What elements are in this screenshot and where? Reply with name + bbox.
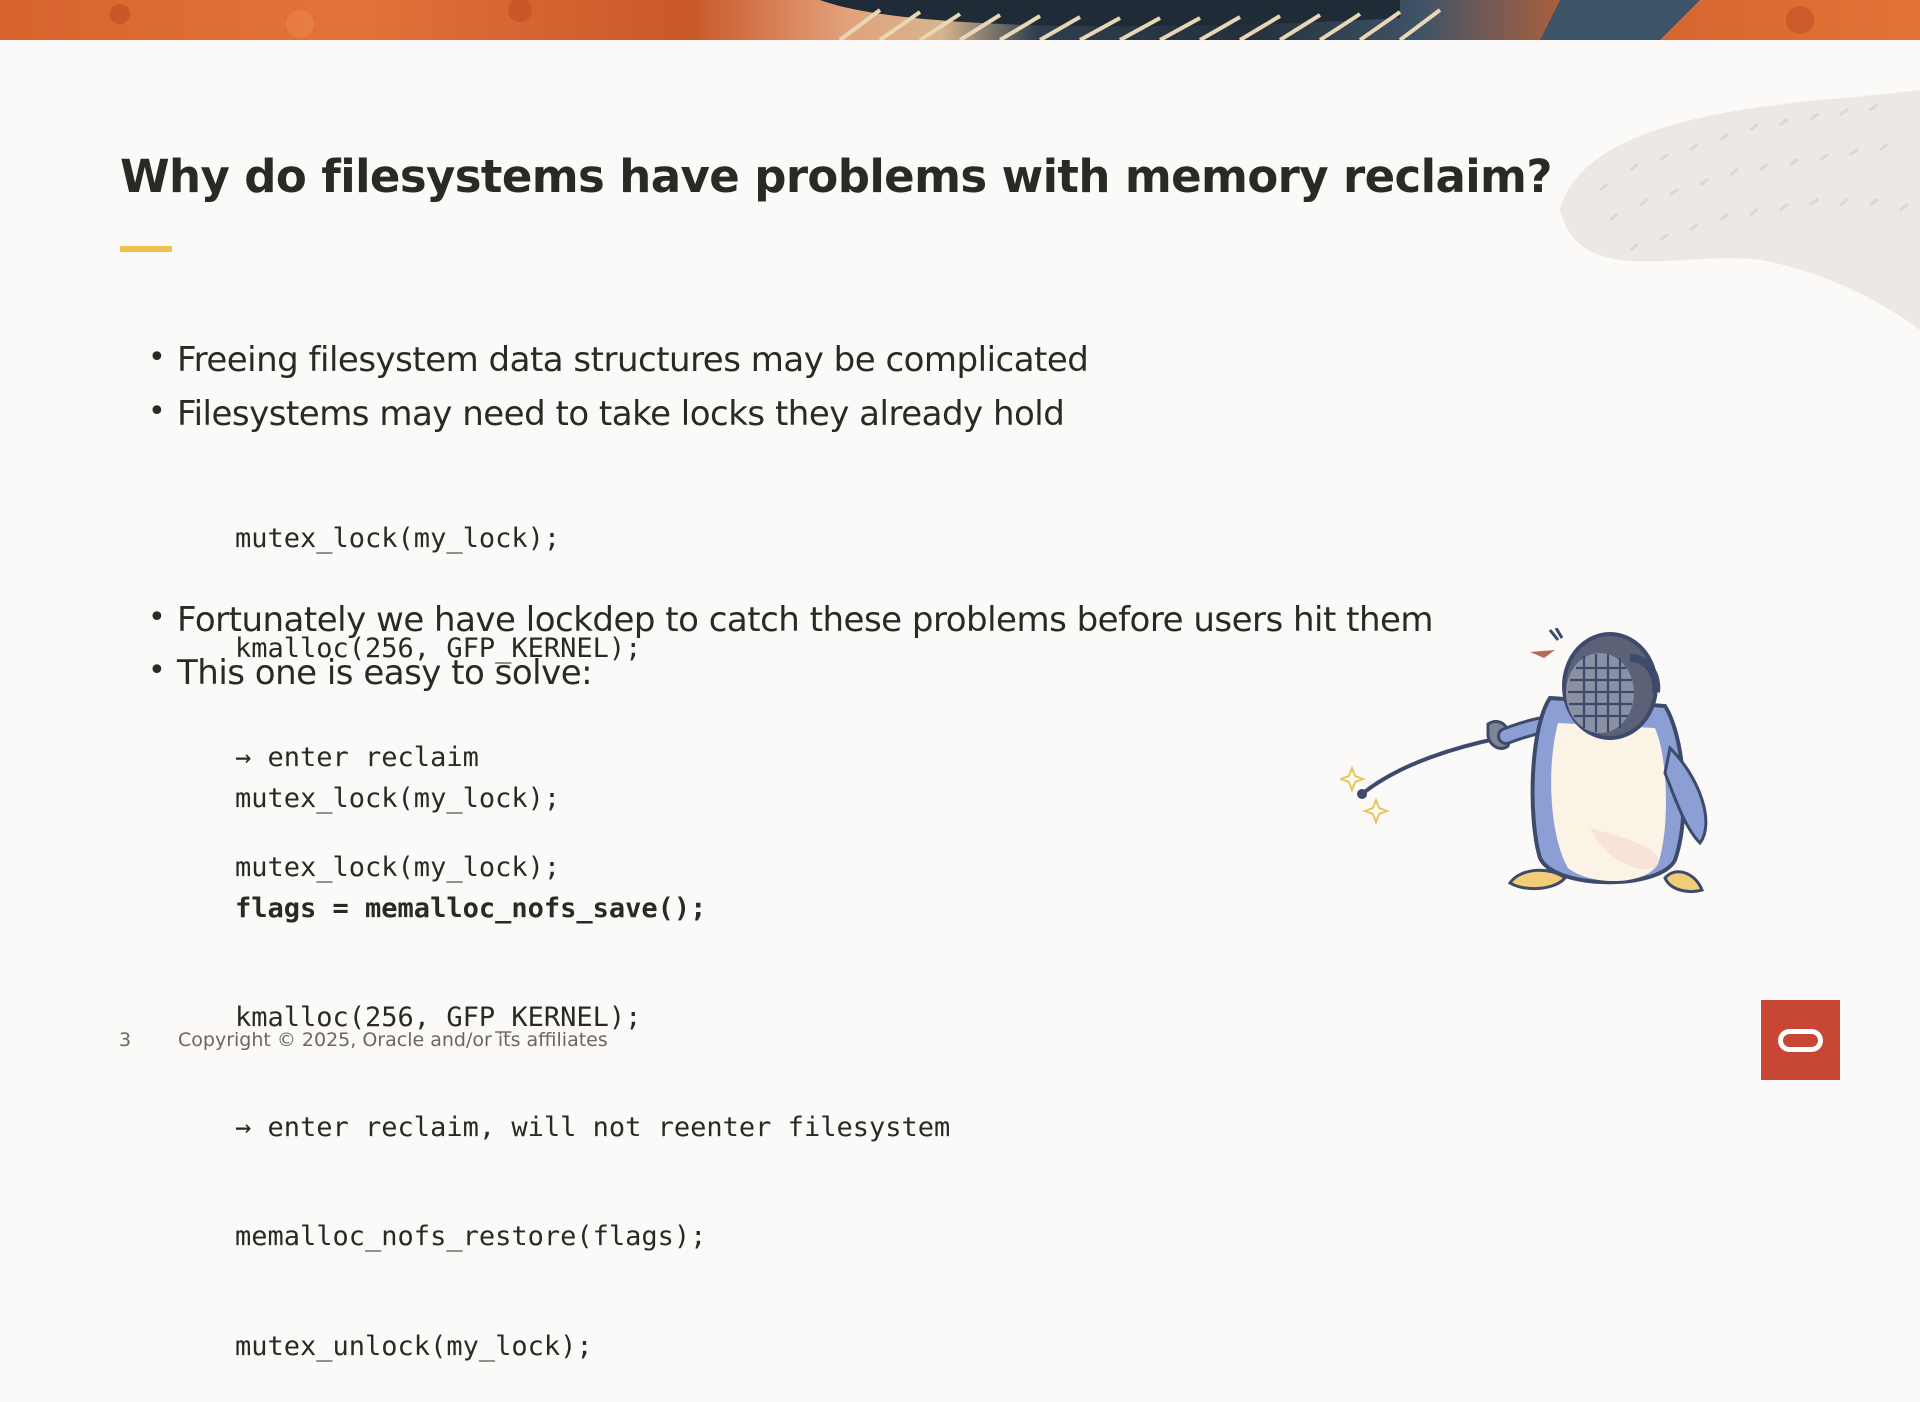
banner-texture-icon [110, 0, 1814, 40]
code-line: → enter reclaim [235, 742, 479, 773]
bullet-text: This one is easy to solve: [177, 653, 593, 693]
fencing-penguin-icon [1340, 628, 1708, 893]
title-accent-bar [120, 246, 172, 252]
decorative-wave-pattern [1560, 90, 1920, 330]
code-line: mutex_lock(my_lock); [235, 851, 561, 883]
slide-title: Why do filesystems have problems with me… [120, 150, 1552, 203]
code-line: memalloc_nofs_restore(flags); [235, 1221, 707, 1252]
bullet-item: Freeing filesystem data structures may b… [148, 340, 1089, 380]
oracle-logo-icon [1761, 1000, 1840, 1080]
bullet-item: Fortunately we have lockdep to catch the… [148, 600, 1434, 640]
code-line: mutex_unlock(my_lock); [235, 1330, 593, 1362]
code-line-highlighted: flags = memalloc_nofs_save(); [235, 892, 707, 924]
code-line: mutex_lock(my_lock); [235, 783, 561, 814]
bullet-text: Fortunately we have lockdep to catch the… [177, 600, 1434, 640]
bullet-text: Filesystems may need to take locks they … [177, 394, 1065, 434]
code-line: → enter reclaim, will not reenter filesy… [235, 1111, 951, 1143]
code-line: kmalloc(256, GFP_KERNEL); [235, 1002, 642, 1033]
code-line: mutex_lock(my_lock); [235, 523, 561, 554]
code-block-solution: mutex_lock(my_lock); flags = memalloc_no… [235, 708, 950, 1402]
decorative-top-banner [0, 0, 1920, 40]
oracle-ring-icon [1778, 1029, 1823, 1052]
bullet-item: Filesystems may need to take locks they … [148, 394, 1065, 434]
copyright-text: Copyright © 2025, Oracle and/or its affi… [178, 1029, 608, 1051]
page-number: 3 [119, 1029, 132, 1051]
bullet-text: Freeing filesystem data structures may b… [177, 340, 1089, 380]
bullet-item: This one is easy to solve: [148, 653, 593, 693]
